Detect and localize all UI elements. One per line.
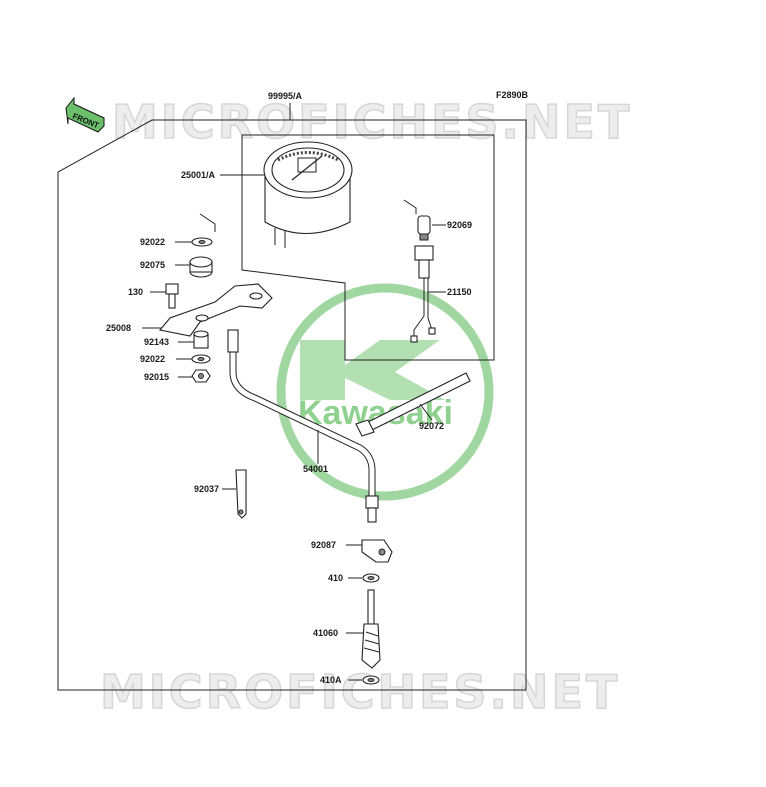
- label-92072: 92072: [419, 421, 444, 431]
- label-92087: 92087: [311, 540, 336, 550]
- washer-410a: [362, 675, 380, 685]
- label-54001: 54001: [303, 464, 328, 474]
- label-25008: 25008: [106, 323, 131, 333]
- meter-cable: [227, 329, 379, 523]
- nut-92015: [191, 369, 211, 383]
- washer-410: [362, 573, 380, 583]
- label-92022-bottom: 92022: [140, 354, 165, 364]
- label-41060: 41060: [313, 628, 338, 638]
- label-130: 130: [128, 287, 143, 297]
- label-25001a: 25001/A: [181, 170, 216, 180]
- label-410a: 410A: [320, 675, 342, 685]
- washer-92022-bottom: [191, 354, 211, 364]
- label-92075: 92075: [140, 260, 165, 270]
- collar-92143: [193, 330, 209, 349]
- cable-band: [355, 372, 471, 437]
- grommet-92075: [189, 256, 213, 278]
- bolt-130: [165, 283, 179, 309]
- mount-bracket: [158, 283, 273, 337]
- leader-top-left: [199, 213, 216, 232]
- gear-housing: [361, 539, 393, 563]
- label-92037: 92037: [194, 484, 219, 494]
- leader-top-right: [403, 199, 417, 214]
- watermark-top: MICROFICHES.NET: [112, 95, 632, 149]
- watermark-bottom: MICROFICHES.NET: [100, 665, 620, 719]
- label-92143: 92143: [144, 337, 169, 347]
- label-92069: 92069: [447, 220, 472, 230]
- assembly-label: 99995/A: [268, 91, 303, 101]
- clamp-band: [235, 469, 247, 519]
- label-410: 410: [328, 573, 343, 583]
- bulb-socket: [410, 215, 436, 343]
- outer-frame: [57, 119, 527, 691]
- diagram-code: F2890B: [496, 90, 529, 100]
- label-92022-top: 92022: [140, 237, 165, 247]
- front-arrow-icon: FRONT: [65, 96, 105, 133]
- meter-frame: [241, 134, 495, 361]
- washer-92022-top: [191, 237, 213, 247]
- speedometer-meter: [263, 141, 353, 248]
- label-21150: 21150: [447, 287, 472, 297]
- label-92015: 92015: [144, 372, 169, 382]
- gear-shaft: [361, 589, 381, 669]
